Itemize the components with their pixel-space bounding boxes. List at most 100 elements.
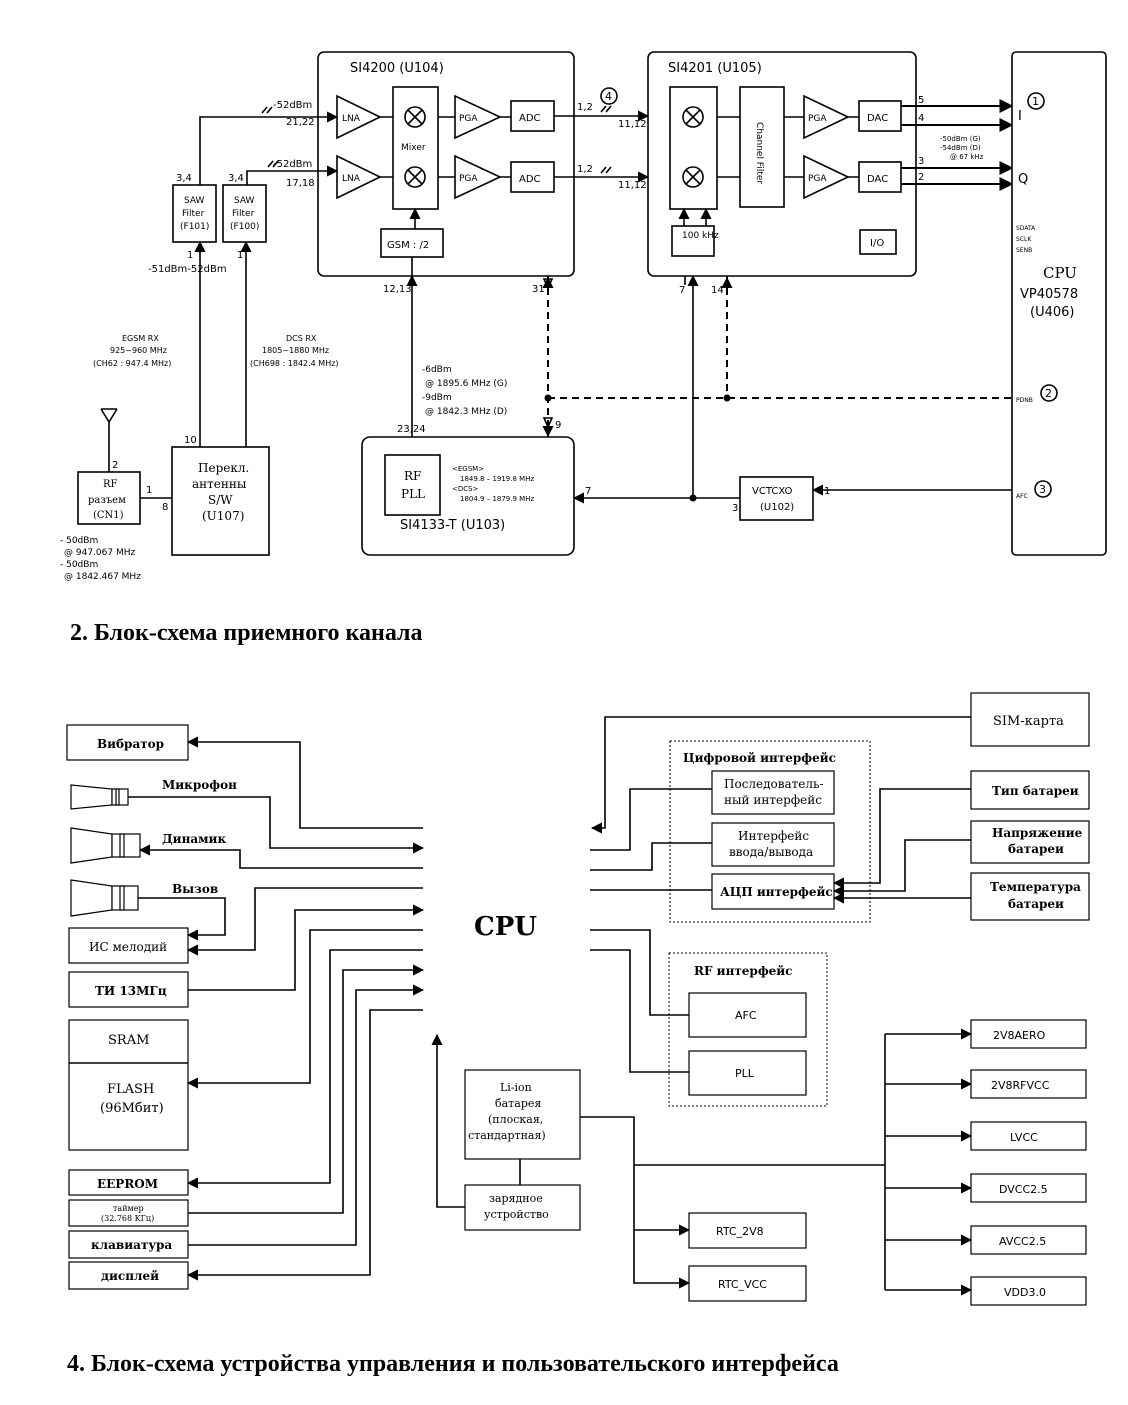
svg-text:LNA: LNA [342,174,361,184]
rail-2v8rfvcc [970,1069,1087,1099]
svg-text:2V8RFVCC: 2V8RFVCC [991,1079,1050,1092]
right-bus [590,716,971,1073]
svg-text:SIM-карта: SIM-карта [993,714,1064,729]
si4200-title: SI4200 (U104) [350,61,444,76]
svg-text:2V8AERO: 2V8AERO [993,1029,1046,1042]
adc-top [510,100,555,132]
svg-text:AFC: AFC [1016,493,1028,500]
marker-4: 4 [600,87,618,105]
svg-text:11,12: 11,12 [618,119,647,130]
microphone-icon [70,784,129,810]
svg-text:SENB: SENB [1016,247,1032,254]
rtc-vcc [688,1265,807,1302]
svg-text:Вызов: Вызов [172,882,218,896]
pll-box [688,1050,807,1096]
svg-text:Channel Filter: Channel Filter [754,122,764,184]
svg-text:I/O: I/O [870,238,884,249]
svg-text:11,12: 11,12 [618,180,647,191]
svg-text:Микрофон: Микрофон [162,778,237,792]
svg-text:3: 3 [732,503,738,514]
svg-text:ADC: ADC [519,113,541,124]
svg-text:-6dBm@ 1895.6 MHz (G)-9dBm@ 18: -6dBm@ 1895.6 MHz (G)-9dBm@ 1842.3 MHz (… [422,365,507,417]
left-bus [128,736,425,1281]
osc-100khz [671,225,715,257]
svg-text:2: 2 [918,172,924,183]
io-block [859,229,897,255]
svg-text:Цифровой интерфейс: Цифровой интерфейс [683,751,836,765]
svg-text:дисплей: дисплей [101,1269,159,1283]
marker-3: 3 [1034,480,1052,498]
digital-interface-group [669,740,871,923]
dac-bottom [858,161,902,193]
svg-text:VCTCXO(U102): VCTCXO(U102) [752,486,794,513]
display [68,1261,189,1290]
mixer2-block [669,86,718,210]
cpu-name: CPU [1043,264,1077,282]
si4200-block [317,51,575,277]
si4201-title: SI4201 (U105) [668,61,762,76]
mixer2-icon-top [682,106,704,128]
svg-text:4: 4 [605,90,612,103]
lna-bottom: LNA [336,154,382,200]
svg-text:-50dBm (G)-54dBm (D)@ 67 kHz: -50dBm (G)-54dBm (D)@ 67 kHz [940,135,984,161]
svg-text:Вибратор: Вибратор [97,737,164,751]
battery-type [970,770,1090,810]
rail-2v8aero [970,1019,1087,1049]
svg-text:Последователь-ный интерфейс: Последователь-ный интерфейс [724,777,824,807]
svg-text:7: 7 [585,486,591,497]
svg-text:SCLK: SCLK [1016,236,1032,243]
svg-text:GSM : /2: GSM : /2 [387,240,429,251]
svg-text:12,13: 12,13 [383,284,412,295]
afc-box [688,992,807,1038]
svg-text:14: 14 [711,285,724,296]
keyboard [68,1230,189,1259]
svg-text:3: 3 [1039,483,1046,496]
sim-card [970,692,1090,747]
melody-ic [68,927,189,964]
memory-block [68,1019,189,1151]
antenna-icon [100,408,118,472]
gsm-divider [380,228,444,258]
svg-text:2: 2 [1045,387,1052,400]
rail-dvcc25 [970,1173,1087,1203]
svg-text:1: 1 [146,485,152,496]
svg-text:-52dBm: -52dBm [273,159,312,170]
svg-text:клавиатура: клавиатура [91,1238,172,1252]
svg-text:АЦП интерфейс: АЦП интерфейс [720,885,833,899]
svg-text:таймер(32.768 KГц): таймер(32.768 KГц) [101,1204,154,1223]
svg-text:3,4: 3,4 [228,173,244,184]
rail-lvcc [970,1121,1087,1151]
svg-text:DVCC2.5: DVCC2.5 [999,1183,1048,1196]
ctrl-cpu-label: CPU [474,912,537,942]
svg-text:EEPROM: EEPROM [97,1177,158,1191]
svg-text:17,18: 17,18 [286,178,315,189]
svg-text:10: 10 [184,435,197,446]
rx-diagram: SI4200 (U104) LNA LNA Mixer PGA PGA ADC … [60,51,1107,646]
svg-text:PGA: PGA [808,114,827,124]
svg-text:5: 5 [918,95,924,106]
cpu-block [1011,51,1107,556]
svg-text:PDNB: PDNB [1016,397,1033,404]
svg-text:I: I [1018,109,1022,124]
svg-text:PGA: PGA [808,174,827,184]
svg-text:VP40578: VP40578 [1020,287,1078,302]
svg-text:3,4: 3,4 [176,173,192,184]
rtc-2v8 [688,1212,807,1249]
svg-text:1: 1 [237,250,243,261]
clock-13mhz [68,971,189,1008]
svg-text:SDATA: SDATA [1016,225,1036,232]
rail-avcc25 [970,1225,1087,1255]
svg-text:PGA: PGA [459,174,478,184]
svg-text:3: 3 [918,156,924,167]
svg-text:AFC: AFC [735,1009,757,1022]
wire-charger-cpu [431,1033,465,1208]
svg-text:Динамик: Динамик [162,832,226,846]
